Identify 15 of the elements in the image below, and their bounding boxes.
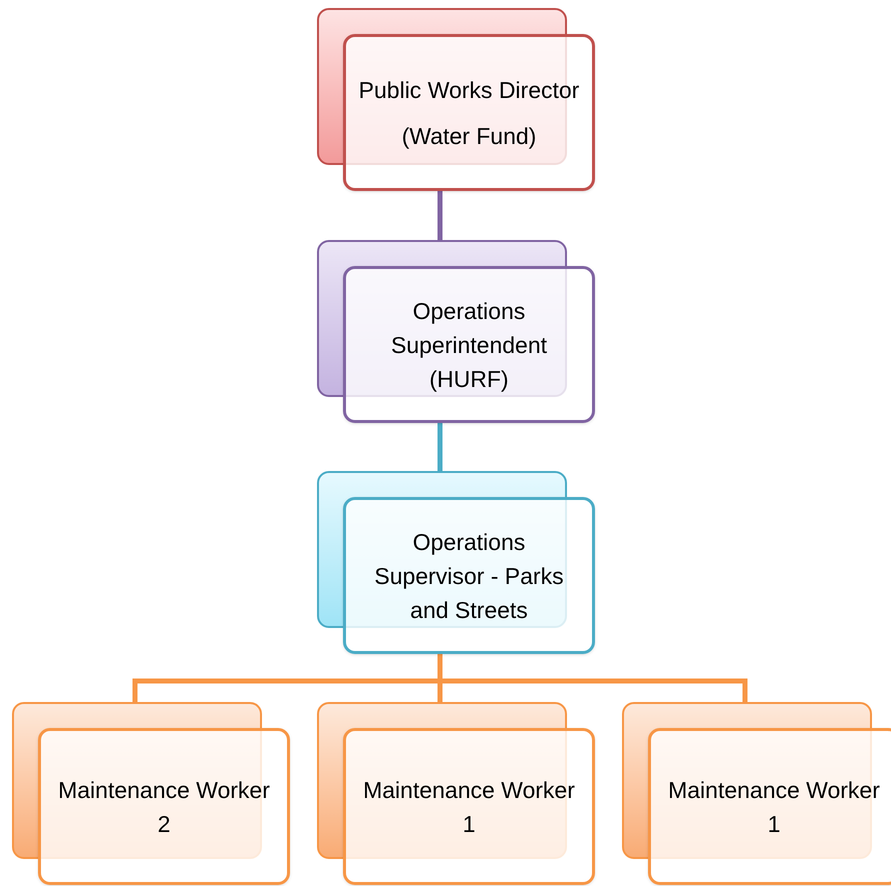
role-title: Operations Superintendent (HURF) (390, 296, 548, 394)
role-title: Maintenance Worker 1 (667, 776, 881, 838)
role-title: (Water Fund) (402, 122, 536, 151)
role-title: Public Works Director (358, 76, 580, 104)
org-chart-box (317, 8, 595, 191)
org-chart-box (317, 702, 595, 885)
connector-line (438, 191, 442, 240)
org-chart-box (622, 702, 891, 885)
connector-line (438, 423, 442, 471)
org-chart-box (317, 240, 595, 423)
role-title: Maintenance Worker 2 (57, 776, 271, 838)
role-title: Operations Supervisor - Parks and Streets (373, 528, 565, 624)
org-chart-box (12, 702, 290, 885)
role-title: Maintenance Worker 1 (362, 776, 576, 838)
org-chart-box (317, 471, 595, 654)
